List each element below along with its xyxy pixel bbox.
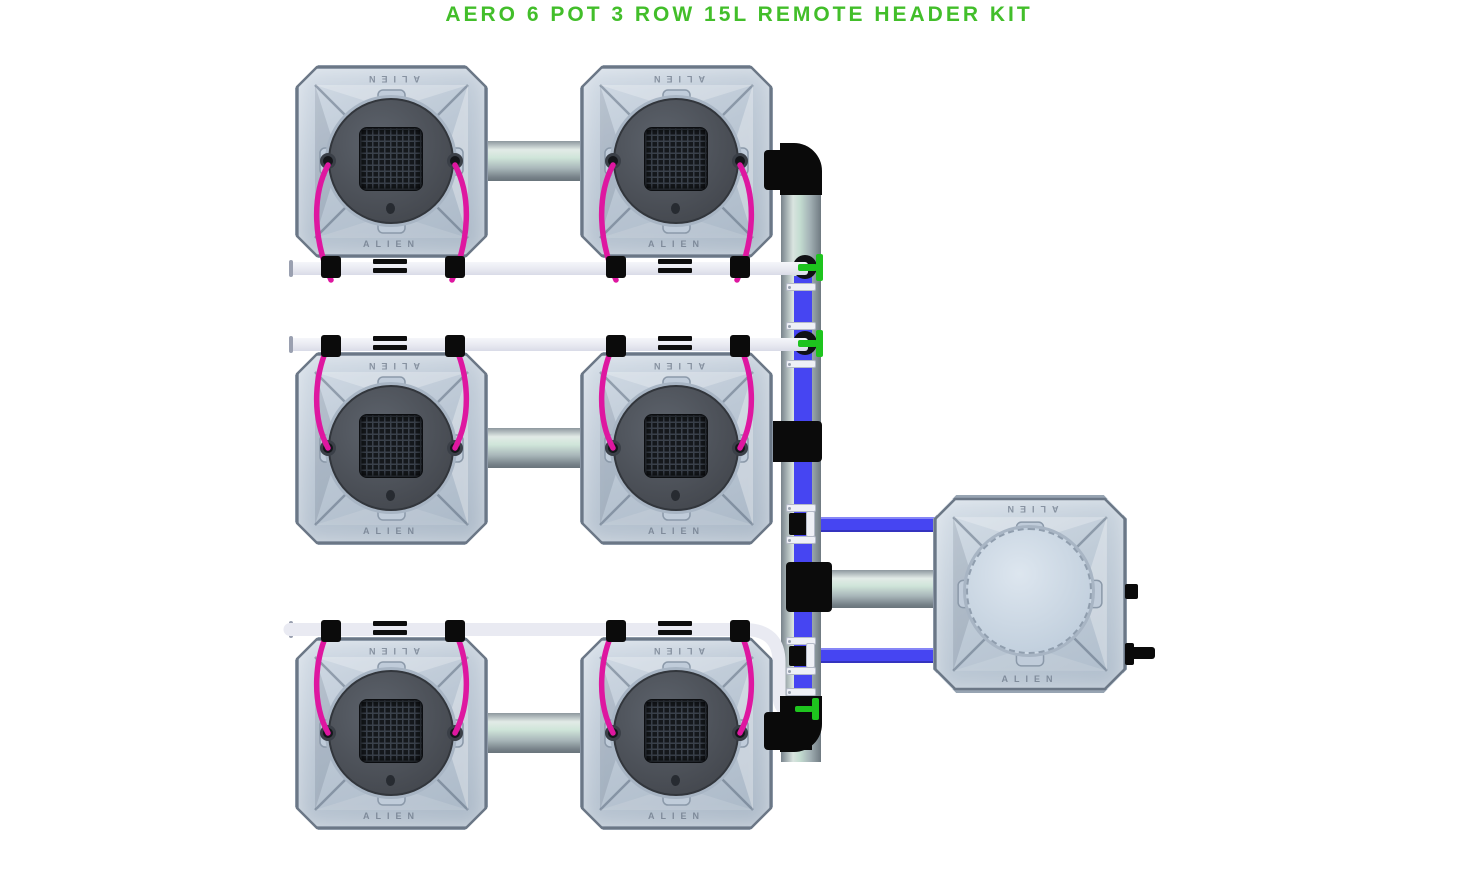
pipe-clamp: [658, 621, 692, 635]
pipe-fitting: [321, 335, 341, 357]
pipe-fitting: [445, 335, 465, 357]
header-return-pipe: [828, 570, 935, 608]
feed-tubes: [598, 162, 755, 283]
pot-1: ALIEN ALIEN: [295, 65, 488, 283]
pipe-fitting: [321, 256, 341, 278]
feed-tubes: [313, 162, 470, 283]
valve-row2-arm: [798, 340, 817, 347]
valve-row1: [816, 254, 823, 281]
mesh-grid: [644, 414, 708, 478]
pipe-fitting: [606, 620, 626, 642]
tank-outlet-nub: [1125, 584, 1138, 599]
pipe-clamp-band: [786, 322, 816, 330]
feed-tubes: [313, 337, 470, 451]
feed-tubes: [598, 337, 755, 451]
pipe-fitting: [445, 620, 465, 642]
lid-plug: [386, 203, 395, 214]
header-tank: ALIEN ALIEN: [933, 495, 1155, 693]
brand-label-bottom: ALIEN: [1001, 674, 1059, 684]
tank-outlet-fitting: [1125, 643, 1134, 665]
brand-label-bottom: ALIEN: [363, 811, 420, 821]
pipe-clamp: [373, 259, 407, 273]
brand-label-bottom: ALIEN: [648, 526, 705, 536]
pipe-clamp-band: [786, 360, 816, 368]
lid-plug: [671, 775, 680, 786]
pipe-clamp: [658, 336, 692, 350]
mesh-grid: [644, 699, 708, 763]
blue-feed-pipe-bottom: [813, 648, 937, 663]
mesh-grid: [359, 127, 423, 191]
elbow-top: [780, 143, 822, 195]
blue-pipe-clamp-bottom: [806, 643, 815, 668]
pot-5: ALIEN ALIEN: [295, 620, 488, 830]
interpot-pipe-row-3: [486, 713, 582, 753]
brand-label-top: ALIEN: [1001, 504, 1059, 514]
pot-4: ALIEN ALIEN: [580, 335, 773, 545]
pipe-fitting: [606, 256, 626, 278]
page-title: AERO 6 POT 3 ROW 15L REMOTE HEADER KIT: [445, 3, 1033, 26]
tee-fitting-return: [786, 562, 832, 612]
feed-tubes: [313, 622, 470, 736]
blue-feed-pipe-top: [813, 517, 937, 532]
pipe-clamp-band: [786, 688, 816, 696]
pipe-fitting: [730, 620, 750, 642]
tee-fitting-row2: [768, 421, 822, 462]
pipe-clamp-band: [786, 637, 816, 645]
pipe-fitting: [730, 335, 750, 357]
lid-plug: [386, 490, 395, 501]
pipe-fitting: [445, 256, 465, 278]
pipe-fitting: [730, 256, 750, 278]
pipe-clamp: [373, 621, 407, 635]
interpot-pipe-row-1: [486, 141, 582, 181]
pot-3: ALIEN ALIEN: [295, 335, 488, 545]
pipe-clamp-band: [786, 536, 816, 544]
pipe-clamp-band: [786, 283, 816, 291]
brand-label-bottom: ALIEN: [363, 239, 420, 249]
lid-plug: [671, 490, 680, 501]
pot-6: ALIEN ALIEN: [580, 620, 773, 830]
mesh-grid: [359, 414, 423, 478]
pipe-clamp: [658, 259, 692, 273]
pipe-clamp-band: [786, 667, 816, 675]
valve-row3-arm: [795, 706, 813, 712]
pipe-fitting: [321, 620, 341, 642]
lid-plug: [386, 775, 395, 786]
tank-outlet-stub: [1131, 647, 1155, 659]
brand-label-bottom: ALIEN: [648, 239, 705, 249]
pot-2: ALIEN ALIEN: [580, 65, 773, 283]
lid-plug: [671, 203, 680, 214]
valve-row2: [816, 330, 823, 357]
brand-label-bottom: ALIEN: [363, 526, 420, 536]
feed-tubes: [598, 622, 755, 736]
mesh-grid: [359, 699, 423, 763]
valve-row3: [812, 698, 819, 720]
interpot-pipe-row-2: [486, 428, 582, 468]
mesh-grid: [644, 127, 708, 191]
pipe-clamp: [373, 336, 407, 350]
tank-lid: [966, 528, 1092, 654]
pipe-fitting: [606, 335, 626, 357]
pipe-clamp-band: [786, 504, 816, 512]
blue-pipe-clamp-top: [806, 511, 815, 537]
valve-row1-arm: [798, 264, 817, 271]
brand-label-bottom: ALIEN: [648, 811, 705, 821]
